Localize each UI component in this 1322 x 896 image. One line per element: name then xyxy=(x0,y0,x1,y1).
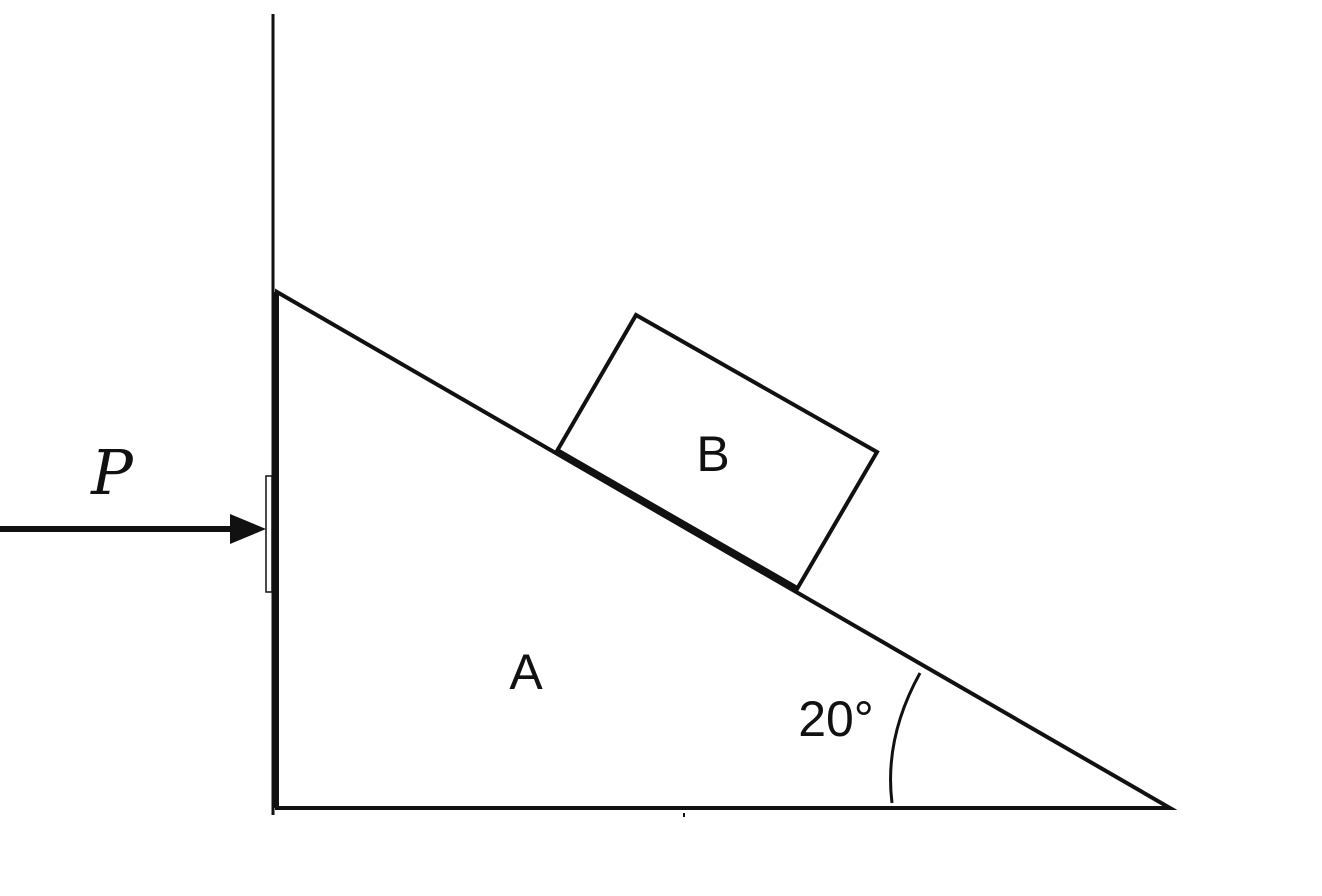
block-b-contact-edge xyxy=(555,448,799,592)
load-plate xyxy=(265,475,273,593)
block-a-label: A xyxy=(509,644,543,700)
block-b-label: B xyxy=(696,426,729,482)
force-label: P xyxy=(90,436,134,509)
angle-arc xyxy=(889,672,922,804)
force-arrow-p xyxy=(0,514,266,544)
angle-label: 20° xyxy=(798,691,874,747)
